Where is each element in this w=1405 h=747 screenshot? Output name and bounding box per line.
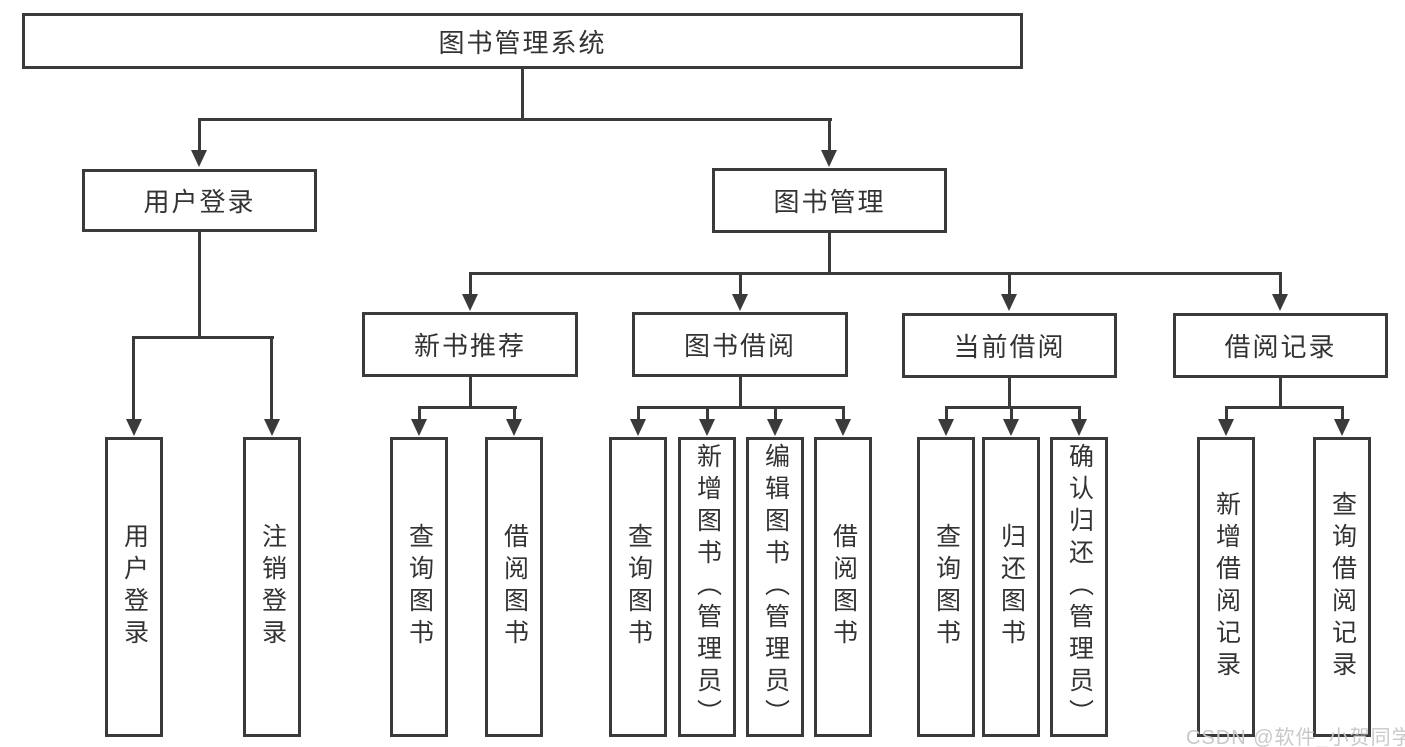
connector-line [1008, 378, 1011, 406]
arrow-down-icon [1334, 419, 1350, 436]
leaf-label: 确认归还（管理员） [1065, 443, 1094, 731]
connector-line [828, 118, 831, 153]
arrow-down-icon [462, 294, 478, 311]
leaf-confirm-return-admin: 确认归还（管理员） [1050, 437, 1108, 737]
node-book-borrowing: 图书借阅 [632, 312, 848, 377]
connector-line [198, 232, 201, 337]
leaf-label: 查询图书 [932, 523, 961, 651]
leaf-borrow-books-borrowing: 借阅图书 [814, 437, 872, 737]
arrow-down-icon [938, 419, 954, 436]
leaf-edit-books-admin: 编辑图书（管理员） [746, 437, 804, 737]
connector-line [513, 406, 516, 421]
arrow-down-icon [506, 419, 522, 436]
connector-line [1008, 272, 1011, 296]
connector-line [469, 377, 472, 406]
leaf-query-books-borrowing: 查询图书 [609, 437, 667, 737]
arrow-down-icon [126, 419, 142, 436]
leaf-label: 新增图书（管理员） [693, 443, 722, 731]
node-label: 当前借阅 [953, 332, 1066, 362]
connector-line [270, 336, 273, 420]
connector-line [198, 118, 201, 153]
watermark: CSDN @软件_小贺同学 [1186, 727, 1405, 747]
connector-line [1279, 272, 1282, 296]
leaf-label: 新增借阅记录 [1212, 491, 1241, 683]
connector-line [945, 406, 948, 421]
arrow-down-icon [1272, 294, 1288, 311]
node-book-management: 图书管理 [712, 168, 947, 233]
connector-line [739, 272, 742, 296]
connector-line [418, 406, 421, 421]
leaf-label: 查询借阅记录 [1328, 491, 1357, 683]
node-label: 图书管理 [773, 187, 886, 217]
leaf-label: 查询图书 [624, 523, 653, 651]
arrow-down-icon [1218, 419, 1234, 436]
leaf-label: 注销登录 [258, 523, 287, 651]
connector-line [198, 118, 832, 121]
node-label: 新书推荐 [413, 331, 526, 361]
connector-line [1078, 406, 1081, 421]
node-system-root: 图书管理系统 [22, 13, 1023, 69]
connector-line [1341, 406, 1344, 421]
node-new-book-recommendation: 新书推荐 [362, 312, 578, 377]
arrow-down-icon [411, 419, 427, 436]
connector-line [739, 377, 742, 406]
connector-line [637, 406, 845, 409]
leaf-borrow-books-recommend: 借阅图书 [485, 437, 543, 737]
connector-line [1279, 378, 1282, 406]
node-label: 图书借阅 [683, 331, 796, 361]
arrow-down-icon [767, 419, 783, 436]
leaf-query-books-current: 查询图书 [917, 437, 975, 737]
leaf-add-books-admin: 新增图书（管理员） [678, 437, 736, 737]
leaf-label: 查询图书 [405, 523, 434, 651]
connector-line [842, 406, 845, 421]
connector-line [945, 406, 1081, 409]
arrow-down-icon [699, 419, 715, 436]
node-label: 借阅记录 [1224, 332, 1337, 362]
node-label: 用户登录 [143, 187, 256, 217]
arrow-down-icon [732, 294, 748, 311]
connector-line [1010, 406, 1013, 421]
arrow-down-icon [264, 419, 280, 436]
connector-line [469, 272, 1282, 275]
arrow-down-icon [1001, 294, 1017, 311]
node-user-login: 用户登录 [82, 169, 317, 232]
node-label: 图书管理系统 [438, 27, 607, 58]
leaf-query-borrow-record: 查询借阅记录 [1313, 437, 1371, 737]
connector-line [1225, 406, 1228, 421]
arrow-down-icon [821, 150, 837, 167]
leaf-label: 借阅图书 [829, 523, 858, 651]
connector-line [774, 406, 777, 421]
connector-line [1225, 406, 1344, 409]
connector-line [828, 233, 831, 274]
leaf-label: 编辑图书（管理员） [761, 443, 790, 731]
leaf-label: 用户登录 [120, 523, 149, 651]
connector-line [521, 69, 524, 119]
connector-line [132, 336, 135, 420]
leaf-logout: 注销登录 [243, 437, 301, 737]
node-borrowing-records: 借阅记录 [1173, 313, 1388, 378]
node-current-borrowing: 当前借阅 [902, 313, 1117, 378]
leaf-label: 归还图书 [997, 523, 1026, 651]
arrow-down-icon [1003, 419, 1019, 436]
arrow-down-icon [1071, 419, 1087, 436]
connector-line [418, 406, 517, 409]
leaf-query-books-recommend: 查询图书 [390, 437, 448, 737]
leaf-label: 借阅图书 [500, 523, 529, 651]
connector-line [132, 336, 274, 339]
arrow-down-icon [835, 419, 851, 436]
arrow-down-icon [630, 419, 646, 436]
leaf-user-login: 用户登录 [105, 437, 163, 737]
connector-line [637, 406, 640, 421]
connector-line [706, 406, 709, 421]
arrow-down-icon [191, 150, 207, 167]
leaf-add-borrow-record: 新增借阅记录 [1197, 437, 1255, 737]
leaf-return-books: 归还图书 [982, 437, 1040, 737]
connector-line [469, 272, 472, 296]
